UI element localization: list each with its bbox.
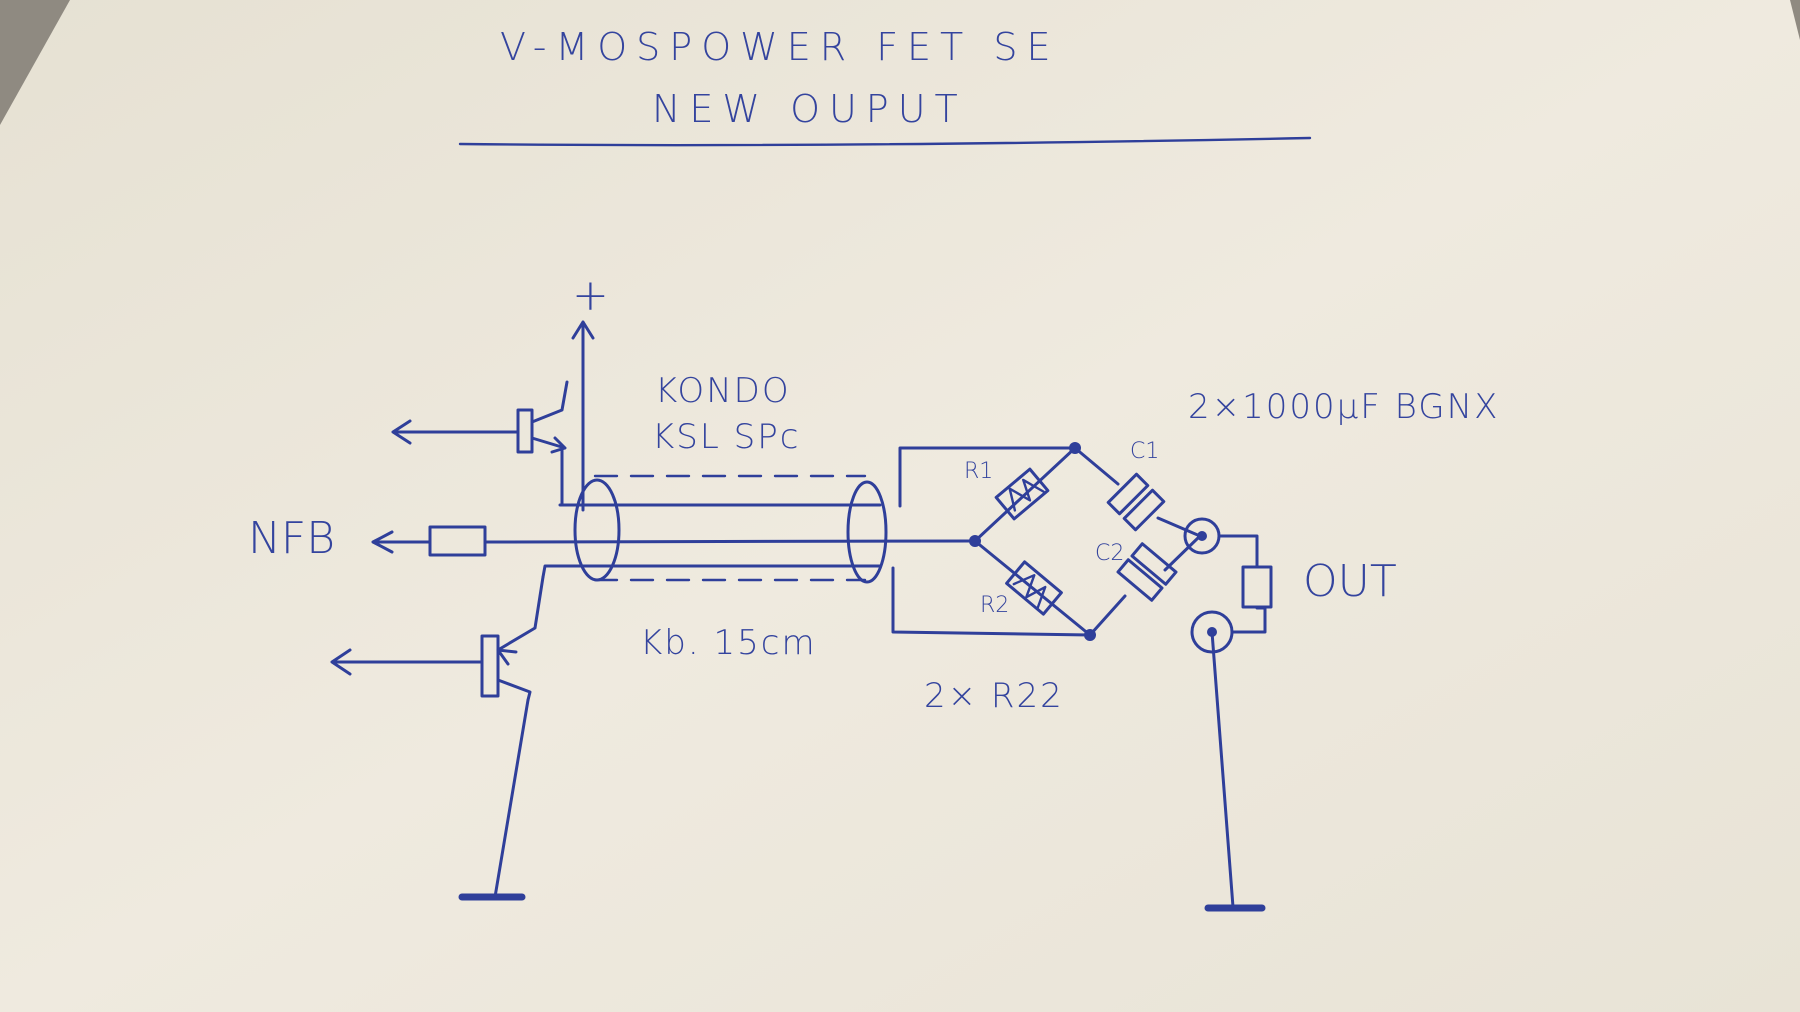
c1-capacitor <box>1073 446 1202 538</box>
kondo-cable-symbol <box>483 474 974 584</box>
r1-resistor <box>973 446 1077 543</box>
lower-transistor-symbol <box>330 575 545 901</box>
diagram-title: V-MOSPOWER FET SE <box>500 25 1059 69</box>
lower-drain-wire <box>541 564 577 579</box>
upper-source-wire <box>560 446 580 507</box>
r2-label: R2 <box>980 593 1009 618</box>
junction-dot-left <box>969 535 981 547</box>
resistors-value-label: 2× R22 <box>924 676 1064 716</box>
c1-label: C1 <box>1130 439 1159 464</box>
bottom-rail-wire <box>891 566 1092 637</box>
r1-label: R1 <box>964 459 993 484</box>
plus-label: + <box>572 270 609 321</box>
supply-arrow <box>571 320 595 512</box>
c2-capacitor <box>1088 534 1202 637</box>
title-underline <box>458 136 1312 147</box>
cable-brand-label: KONDO <box>655 371 791 411</box>
nfb-arrow <box>371 530 432 554</box>
cable-length-label: Kb. 15cm <box>640 623 817 663</box>
c2-label: C2 <box>1095 541 1124 566</box>
cable-model-label: KSL SPc <box>652 417 800 457</box>
r2-resistor <box>973 539 1092 637</box>
nfb-label: NFB <box>248 513 335 564</box>
diagram-subtitle: NEW OUPUT <box>652 87 967 131</box>
upper-transistor-symbol <box>391 380 569 454</box>
output-load-resistor <box>1241 565 1273 609</box>
capacitors-label: 2×1000μF BGNX <box>1188 387 1499 427</box>
top-rail-wire <box>898 446 1077 508</box>
output-ground-wire <box>1210 630 1235 909</box>
out-label: OUT <box>1303 556 1397 607</box>
